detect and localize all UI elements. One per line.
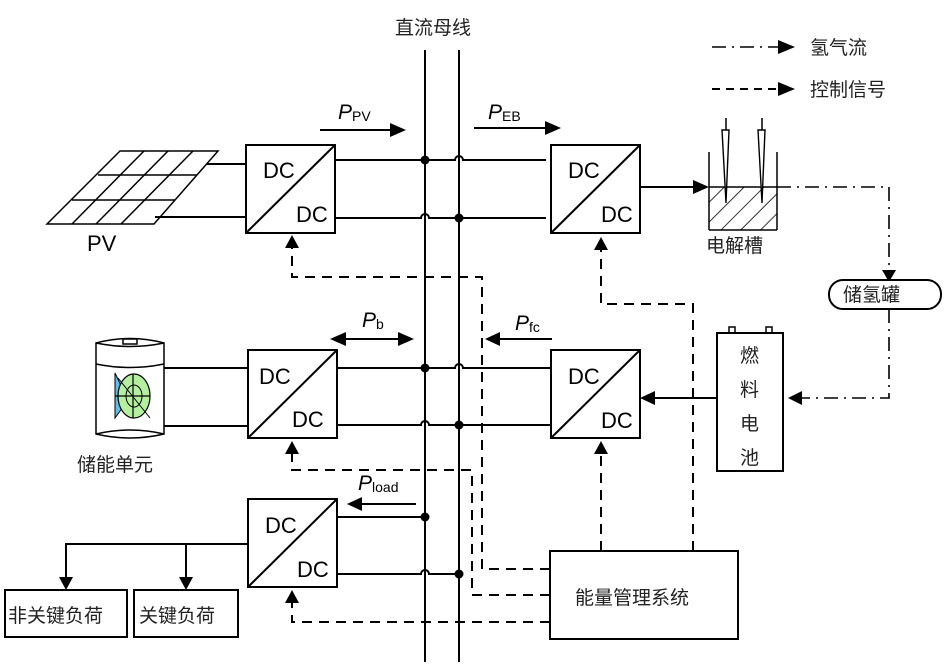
fuel-cell-char: 料 <box>740 379 759 401</box>
dc-dc-converter-fuel-cell: DC DC <box>550 349 641 439</box>
power-flow-battery: Pb <box>330 309 414 346</box>
hydrogen-flow-line <box>777 186 890 270</box>
converter-label-bottom: DC <box>601 202 633 227</box>
svg-text:PEB: PEB <box>488 101 521 124</box>
power-flow-eb: PEB <box>474 101 561 135</box>
arrow-right-icon <box>545 121 561 135</box>
power-flow-pv: PPV <box>320 101 406 137</box>
legend-item-hydrogen-flow: 氢气流 <box>712 37 867 59</box>
arrow-right-icon <box>398 332 414 346</box>
hydrogen-tank: 储氢罐 <box>828 279 942 310</box>
dc-dc-converter-pv: DC DC <box>245 144 336 234</box>
wire <box>335 213 546 219</box>
junction-dot <box>454 569 464 579</box>
fuel-cell-char: 燃 <box>740 345 759 367</box>
wire <box>337 363 551 369</box>
electrolyzer-label: 电解槽 <box>706 235 763 257</box>
hydrogen-tank-label: 储氢罐 <box>843 284 900 306</box>
fuel-cell-char: 电 <box>740 413 759 435</box>
dc-bus-title: 直流母线 <box>395 17 471 39</box>
dc-dc-converter-load: DC DC <box>247 498 338 588</box>
converter-label-bottom: DC <box>601 408 633 433</box>
critical-load: 关键负荷 <box>133 589 239 638</box>
noncritical-load: 非关键负荷 <box>4 589 128 638</box>
svg-text:Pfc: Pfc <box>515 312 540 335</box>
pv-label: PV <box>87 231 117 256</box>
arrow-left-icon <box>330 332 346 346</box>
arrow-down-icon <box>882 270 896 282</box>
noncritical-load-label: 非关键负荷 <box>8 605 103 627</box>
converter-label-top: DC <box>568 158 600 183</box>
legend: 氢气流 控制信号 <box>712 37 886 101</box>
power-flow-fc: Pfc <box>485 312 552 346</box>
junction-dot <box>454 213 464 223</box>
converter-label-top: DC <box>263 158 295 183</box>
arrow-left-icon <box>347 497 362 511</box>
dc-dc-converter-electrolyzer: DC DC <box>550 144 641 234</box>
solar-panel-icon <box>45 150 220 225</box>
wire <box>65 543 248 578</box>
arrow-right-icon <box>778 82 795 96</box>
electrolyzer: 电解槽 <box>706 118 778 257</box>
pv-panel: PV <box>45 150 220 256</box>
dc-dc-converter-battery: DC DC <box>247 349 338 439</box>
wire <box>337 569 459 575</box>
power-flow-load: Pload <box>347 472 416 511</box>
legend-item-control-signal: 控制信号 <box>712 79 886 101</box>
legend-label: 氢气流 <box>810 37 867 59</box>
converter-label-bottom: DC <box>296 202 328 227</box>
energy-management-system: 能量管理系统 <box>549 550 739 640</box>
fuel-cell: 燃 料 电 池 <box>716 326 784 472</box>
arrow-down-icon <box>179 577 193 590</box>
legend-label: 控制信号 <box>810 79 886 101</box>
hydrogen-flow-line <box>800 309 890 399</box>
wire <box>335 155 546 161</box>
junction-dot <box>420 155 430 165</box>
arrow-left-icon <box>640 391 655 405</box>
junction-dot <box>420 512 430 522</box>
control-signals <box>285 235 694 623</box>
electrolyzer-icon <box>708 118 778 231</box>
battery-label: 储能单元 <box>77 454 153 476</box>
wire <box>337 420 551 426</box>
energy-storage: 储能单元 <box>77 337 165 476</box>
dc-bus: 直流母线 <box>395 17 471 662</box>
svg-text:Pb: Pb <box>362 309 384 332</box>
ems-label: 能量管理系统 <box>575 587 689 609</box>
arrow-left-icon <box>485 332 500 346</box>
critical-load-label: 关键负荷 <box>139 605 215 627</box>
converter-label-top: DC <box>568 364 600 389</box>
arrow-right-icon <box>693 180 709 194</box>
converter-label-top: DC <box>265 513 297 538</box>
junction-dot <box>454 420 464 430</box>
svg-text:PPV: PPV <box>338 101 371 124</box>
junction-dot <box>420 363 430 373</box>
converter-label-bottom: DC <box>292 407 324 432</box>
fuel-cell-char: 池 <box>740 447 759 469</box>
arrow-down-icon <box>59 577 73 590</box>
arrow-right-icon <box>390 123 406 137</box>
converter-label-top: DC <box>259 364 291 389</box>
converter-label-bottom: DC <box>297 557 329 582</box>
svg-text:Pload: Pload <box>358 472 398 495</box>
arrow-right-icon <box>778 40 795 54</box>
arrow-left-icon <box>788 391 802 405</box>
battery-icon <box>95 337 165 439</box>
